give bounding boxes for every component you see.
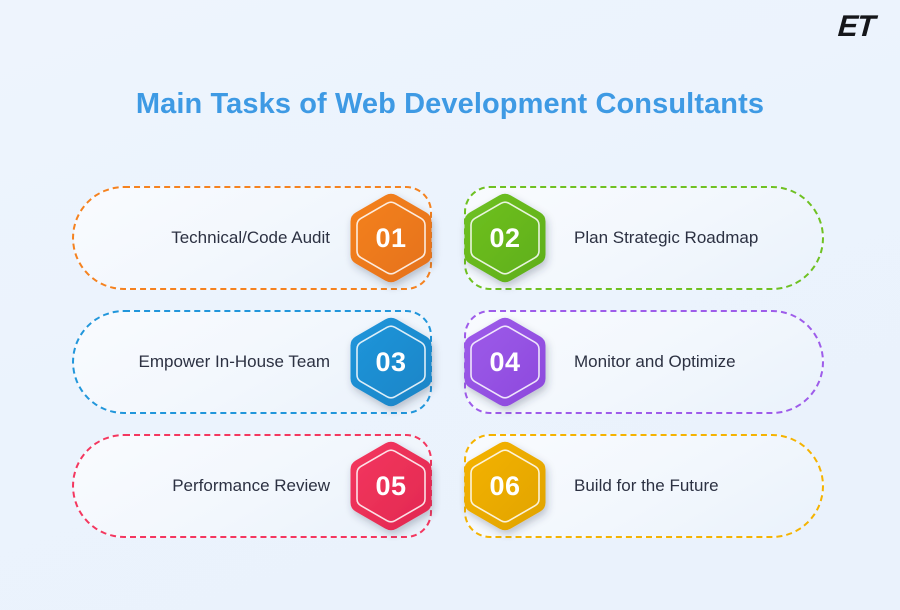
task-number-hexagon: 04 bbox=[456, 310, 554, 414]
task-card-label: Performance Review bbox=[172, 476, 330, 495]
task-card-label: Empower In-House Team bbox=[138, 352, 331, 371]
task-card-label: Technical/Code Audit bbox=[171, 228, 330, 247]
page-title: Main Tasks of Web Development Consultant… bbox=[135, 88, 765, 120]
task-number-hexagon: 03 bbox=[342, 310, 440, 414]
task-number-hexagon: 06 bbox=[456, 434, 554, 538]
task-number-hexagon: 01 bbox=[342, 186, 440, 290]
task-card-label: Plan Strategic Roadmap bbox=[574, 228, 759, 247]
task-card-label: Build for the Future bbox=[574, 476, 719, 495]
task-card-label: Monitor and Optimize bbox=[574, 352, 736, 371]
task-number-hexagon: 05 bbox=[342, 434, 440, 538]
brand-logo: ET bbox=[836, 10, 876, 43]
task-number-hexagon: 02 bbox=[456, 186, 554, 290]
